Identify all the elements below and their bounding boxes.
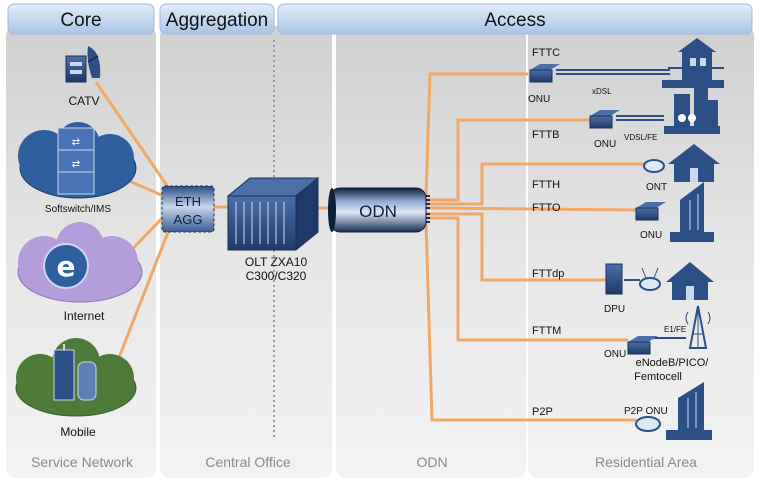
fttm-label: FTTM <box>532 325 561 337</box>
fttc-onu-icon <box>529 64 560 83</box>
header-access-label: Access <box>484 10 545 31</box>
mobile-label: Mobile <box>60 425 96 439</box>
eth-agg-switch: ETH AGG <box>161 185 215 233</box>
connection-links <box>94 72 646 422</box>
odn-label: ODN <box>359 202 397 221</box>
link-mobile-agg <box>116 221 174 361</box>
panel-central-office <box>160 26 332 478</box>
ftto-onu-icon <box>635 202 666 221</box>
fttc-xdsl-label: xDSL <box>592 87 612 96</box>
catv-dish-icon <box>65 46 101 83</box>
fttm-e1fe-label: E1/FE <box>664 325 686 334</box>
ftth-ont-icon <box>643 159 665 173</box>
ftto-label: FTTO <box>532 202 561 214</box>
fttdp-dpu-icon <box>605 263 640 295</box>
fttm-onu-label: ONU <box>604 349 626 360</box>
svg-text:⇄: ⇄ <box>72 137 80 148</box>
fttb-label: FTTB <box>532 129 560 141</box>
copper-links <box>556 69 686 339</box>
svg-text:e: e <box>57 250 76 283</box>
header-aggregation: Aggregation <box>159 3 275 35</box>
softswitch-label: Softswitch/IMS <box>45 204 111 215</box>
ftth-house-icon <box>668 144 720 182</box>
p2p-onu-label: P2P ONU <box>624 406 668 417</box>
internet-cloud-icon: e <box>17 222 143 303</box>
header-aggregation-label: Aggregation <box>166 10 268 31</box>
fttm-cell-label-1: eNodeB/PICO/ <box>636 357 710 369</box>
fttdp-modem-icon <box>639 267 661 291</box>
fttm-onu-icon <box>627 336 658 355</box>
link-catv-agg <box>94 81 172 191</box>
olt-label-2: C300/C320 <box>246 269 307 283</box>
ftth-label: FTTH <box>532 179 560 191</box>
link-fttdp <box>426 212 606 282</box>
fttb-building-icon <box>664 86 720 134</box>
fttb-vdsl-label: VDSL/FE <box>624 133 657 142</box>
header-access: Access <box>277 3 753 35</box>
odn-cylinder: ODN <box>328 187 427 233</box>
p2p-label: P2P <box>532 406 553 418</box>
link-fttm <box>426 216 628 342</box>
olt-label-1: OLT ZXA10 <box>245 255 308 269</box>
ftto-office-icon <box>670 182 714 242</box>
internet-label: Internet <box>64 309 105 323</box>
mobile-cloud-icon <box>15 338 137 417</box>
eth-agg-label-1: ETH <box>175 194 201 209</box>
header-core-label: Core <box>60 10 101 31</box>
fttb-onu-label: ONU <box>594 139 616 150</box>
eth-agg-label-2: AGG <box>174 212 203 227</box>
ftth-ont-label: ONT <box>646 182 667 193</box>
link-p2p <box>424 221 636 422</box>
cell-tower-icon <box>685 305 711 349</box>
link-ftto <box>425 206 637 212</box>
header-core: Core <box>7 3 155 35</box>
fttc-label: FTTC <box>532 47 560 59</box>
fttc-building-icon <box>662 38 724 88</box>
footer-service-network: Service Network <box>31 454 134 470</box>
fttc-onu-label: ONU <box>528 94 550 105</box>
softswitch-cloud-icon: ⇄ ⇄ <box>18 122 137 199</box>
panel-odn <box>336 26 526 478</box>
link-fttb <box>426 118 590 202</box>
fttdp-label: FTTdp <box>532 268 564 280</box>
footer-central-office: Central Office <box>205 454 291 470</box>
p2p-office-icon <box>666 382 712 440</box>
link-fttc <box>424 72 528 197</box>
fttm-cell-label-2: Femtocell <box>634 371 682 383</box>
ftto-onu-label: ONU <box>640 230 662 241</box>
fttdp-dpu-label: DPU <box>604 304 625 315</box>
footer-odn: ODN <box>416 454 447 470</box>
catv-label: CATV <box>68 94 99 108</box>
svg-text:⇄: ⇄ <box>72 159 80 170</box>
fttdp-house-icon <box>666 262 714 300</box>
p2p-onu-icon <box>635 416 661 432</box>
link-ftth <box>426 162 646 206</box>
olt-chassis-icon <box>226 176 320 252</box>
fttb-onu-icon <box>589 110 620 129</box>
panel-residential-area <box>528 26 754 478</box>
footer-residential-area: Residential Area <box>595 454 697 470</box>
